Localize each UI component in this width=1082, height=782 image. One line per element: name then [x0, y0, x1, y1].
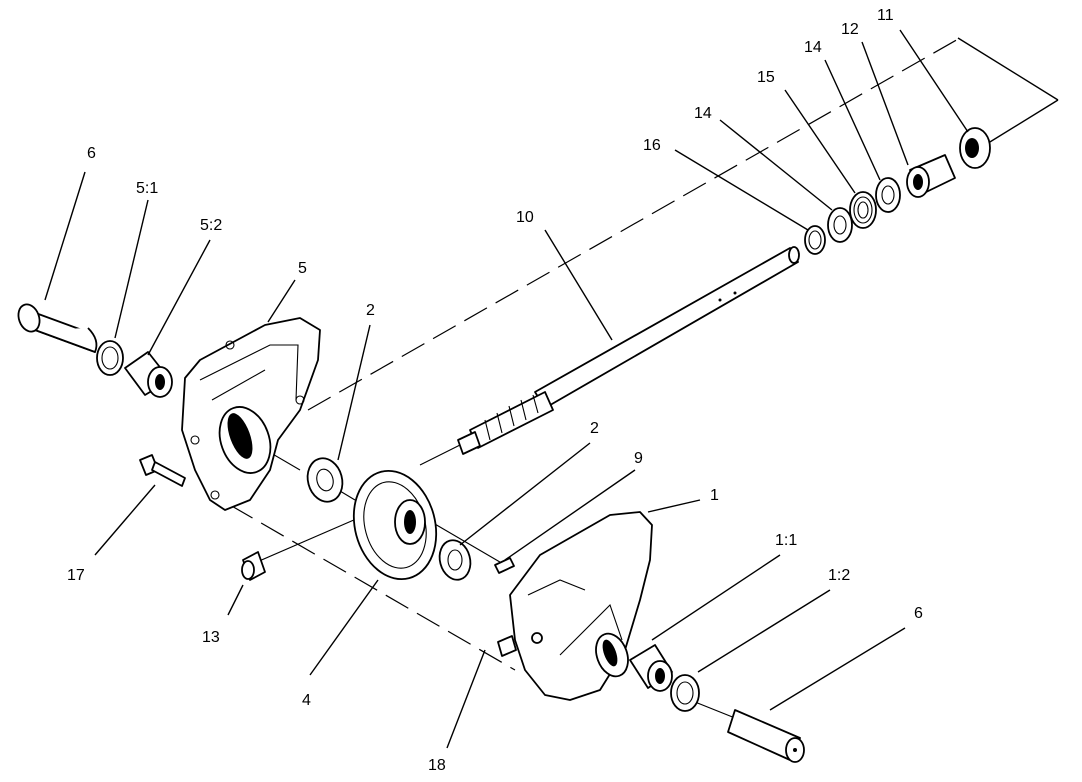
washer-2-right: [438, 539, 472, 581]
callout-18: 18: [428, 757, 446, 774]
callout-1-2: 1:2: [828, 567, 850, 584]
leader-lines: [44, 29, 969, 749]
washer-2-left: [306, 457, 344, 503]
thrust-bearing-15: [849, 191, 877, 229]
callout-11: 11: [877, 7, 894, 24]
worm-gear-4: [352, 469, 438, 581]
callout-12: 12: [841, 21, 859, 38]
callout-2-top: 2: [366, 302, 375, 319]
callout-10: 10: [516, 209, 534, 226]
callout-13: 13: [202, 629, 220, 646]
shaft-10: [457, 246, 800, 455]
callout-5-1: 5:1: [136, 180, 158, 197]
callout-labels: 6 5:1 5:2 5 2 10 16 14 15 14 12 11 2 9 1…: [67, 7, 923, 774]
bushing-12: [906, 154, 956, 198]
callout-1-1: 1:1: [775, 532, 797, 549]
callout-15: 15: [757, 69, 775, 86]
spacer-13: [241, 551, 266, 581]
bearing-1-1: [629, 644, 673, 692]
callout-2-bottom: 2: [590, 420, 599, 437]
snap-ring-16: [804, 225, 826, 255]
callout-9: 9: [634, 450, 643, 467]
washer-14-outer: [875, 177, 901, 213]
callout-17: 17: [67, 567, 85, 584]
callout-6-left: 6: [87, 145, 96, 162]
callout-14-inner: 14: [694, 105, 712, 122]
seal-11: [959, 127, 991, 169]
callout-6-right: 6: [914, 605, 923, 622]
bushing-1-2: [670, 674, 700, 712]
callout-5: 5: [298, 260, 307, 277]
callout-14-outer: 14: [804, 39, 822, 56]
housing-half-5: [181, 317, 321, 511]
callout-1: 1: [710, 487, 719, 504]
bolt-17: [139, 454, 186, 487]
housing-half-1: [497, 511, 653, 701]
callout-4: 4: [302, 692, 311, 709]
callout-16: 16: [643, 137, 661, 154]
pin-6-right: [727, 709, 805, 763]
washer-14-inner: [827, 207, 853, 243]
pin-6-left: [17, 303, 98, 353]
bushing-5-1: [96, 340, 124, 376]
bearing-5-2: [124, 351, 173, 398]
key-9: [494, 557, 515, 574]
callout-5-2: 5:2: [200, 217, 222, 234]
